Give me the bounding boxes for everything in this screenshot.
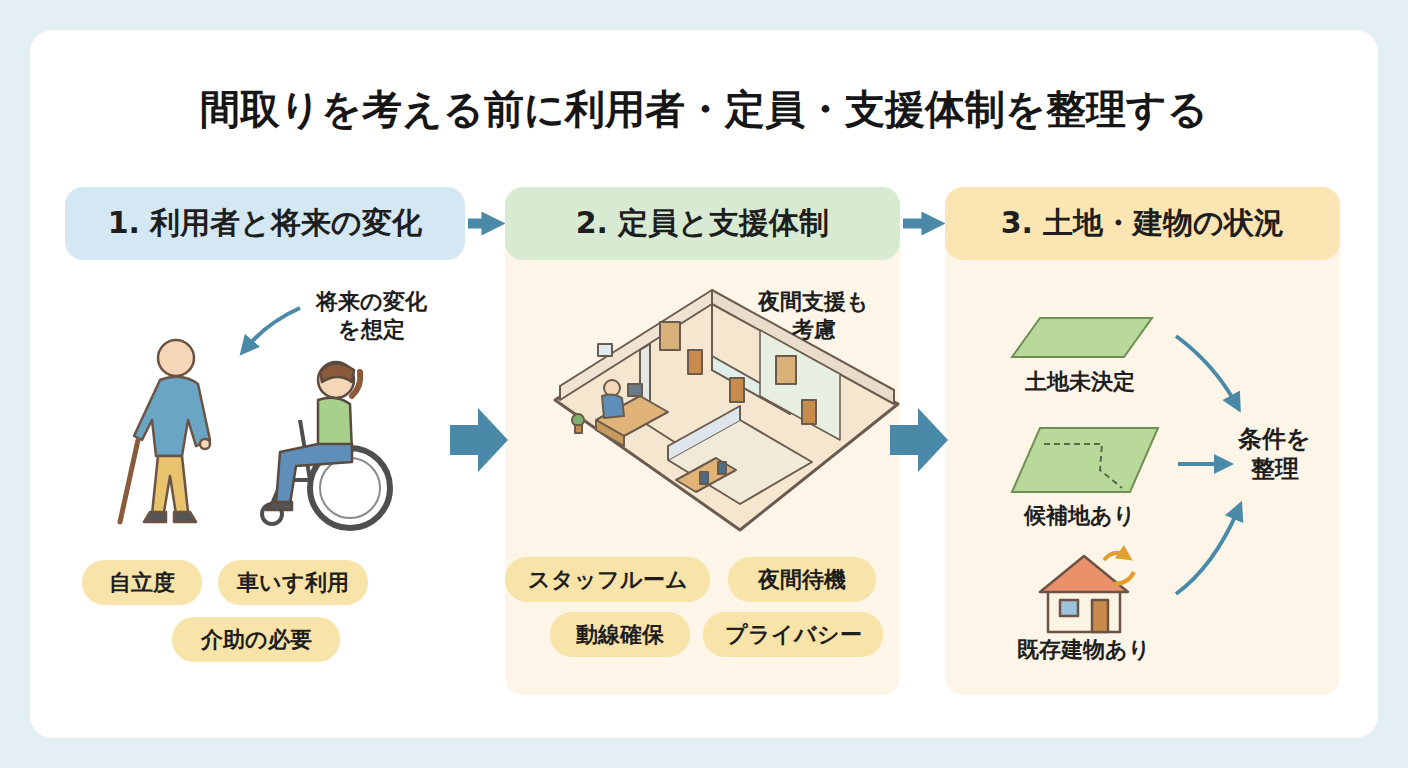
elderly-person xyxy=(120,340,210,522)
note-label: 将来の変化を想定 xyxy=(315,288,429,343)
box-text: プライバシー xyxy=(725,620,862,650)
flow-arrow xyxy=(890,408,948,472)
note-label: 土地未決定 xyxy=(1025,368,1135,396)
main-panel xyxy=(30,30,1378,738)
box-text: 3. 土地・建物の状況 xyxy=(1001,203,1285,244)
land-parcel xyxy=(1012,318,1152,357)
flow-connector xyxy=(903,219,931,229)
box-text: スタッフルーム xyxy=(528,565,688,595)
floor-plan-illustration xyxy=(555,290,898,530)
note-label: 条件を整理 xyxy=(1237,424,1314,484)
tag-pill: スタッフルーム xyxy=(505,557,710,602)
box-text: 夜間待機 xyxy=(758,565,846,595)
tag-pill: 自立度 xyxy=(82,560,202,605)
diagram-title: 間取りを考える前に利用者・定員・支援体制を整理する xyxy=(0,82,1408,137)
merge-arrow xyxy=(1178,462,1224,466)
box-text: 1. 利用者と将来の変化 xyxy=(108,203,423,244)
step-header: 2. 定員と支援体制 xyxy=(505,187,900,260)
tag-pill: 動線確保 xyxy=(550,612,690,657)
flow-connector xyxy=(468,219,491,229)
existing-building xyxy=(1040,553,1134,632)
pointer-arrow xyxy=(246,308,300,348)
tag-pill: 夜間待機 xyxy=(728,557,876,602)
column-panel xyxy=(945,187,1340,695)
tag-pill: 車いす利用 xyxy=(218,560,368,605)
step-header: 3. 土地・建物の状況 xyxy=(945,187,1340,260)
note-label: 既存建物あり xyxy=(1017,636,1151,664)
tag-pill: プライバシー xyxy=(703,612,883,657)
box-text: 2. 定員と支援体制 xyxy=(576,203,830,244)
step-header: 1. 利用者と将来の変化 xyxy=(65,187,465,260)
box-text: 介助の必要 xyxy=(201,625,312,655)
box-text: 動線確保 xyxy=(576,620,664,650)
note-label: 候補地あり xyxy=(1024,502,1136,530)
note-label: 夜間支援も考慮 xyxy=(757,288,871,343)
merge-arrow xyxy=(1176,336,1236,404)
column-panel xyxy=(505,187,900,695)
box-text: 車いす利用 xyxy=(237,568,349,598)
tag-pill: 介助の必要 xyxy=(172,617,340,662)
merge-arrow xyxy=(1176,510,1238,594)
box-text: 自立度 xyxy=(109,568,175,598)
candidate-land xyxy=(1012,428,1158,492)
wheelchair-user xyxy=(262,362,390,528)
flow-arrow xyxy=(450,408,508,472)
